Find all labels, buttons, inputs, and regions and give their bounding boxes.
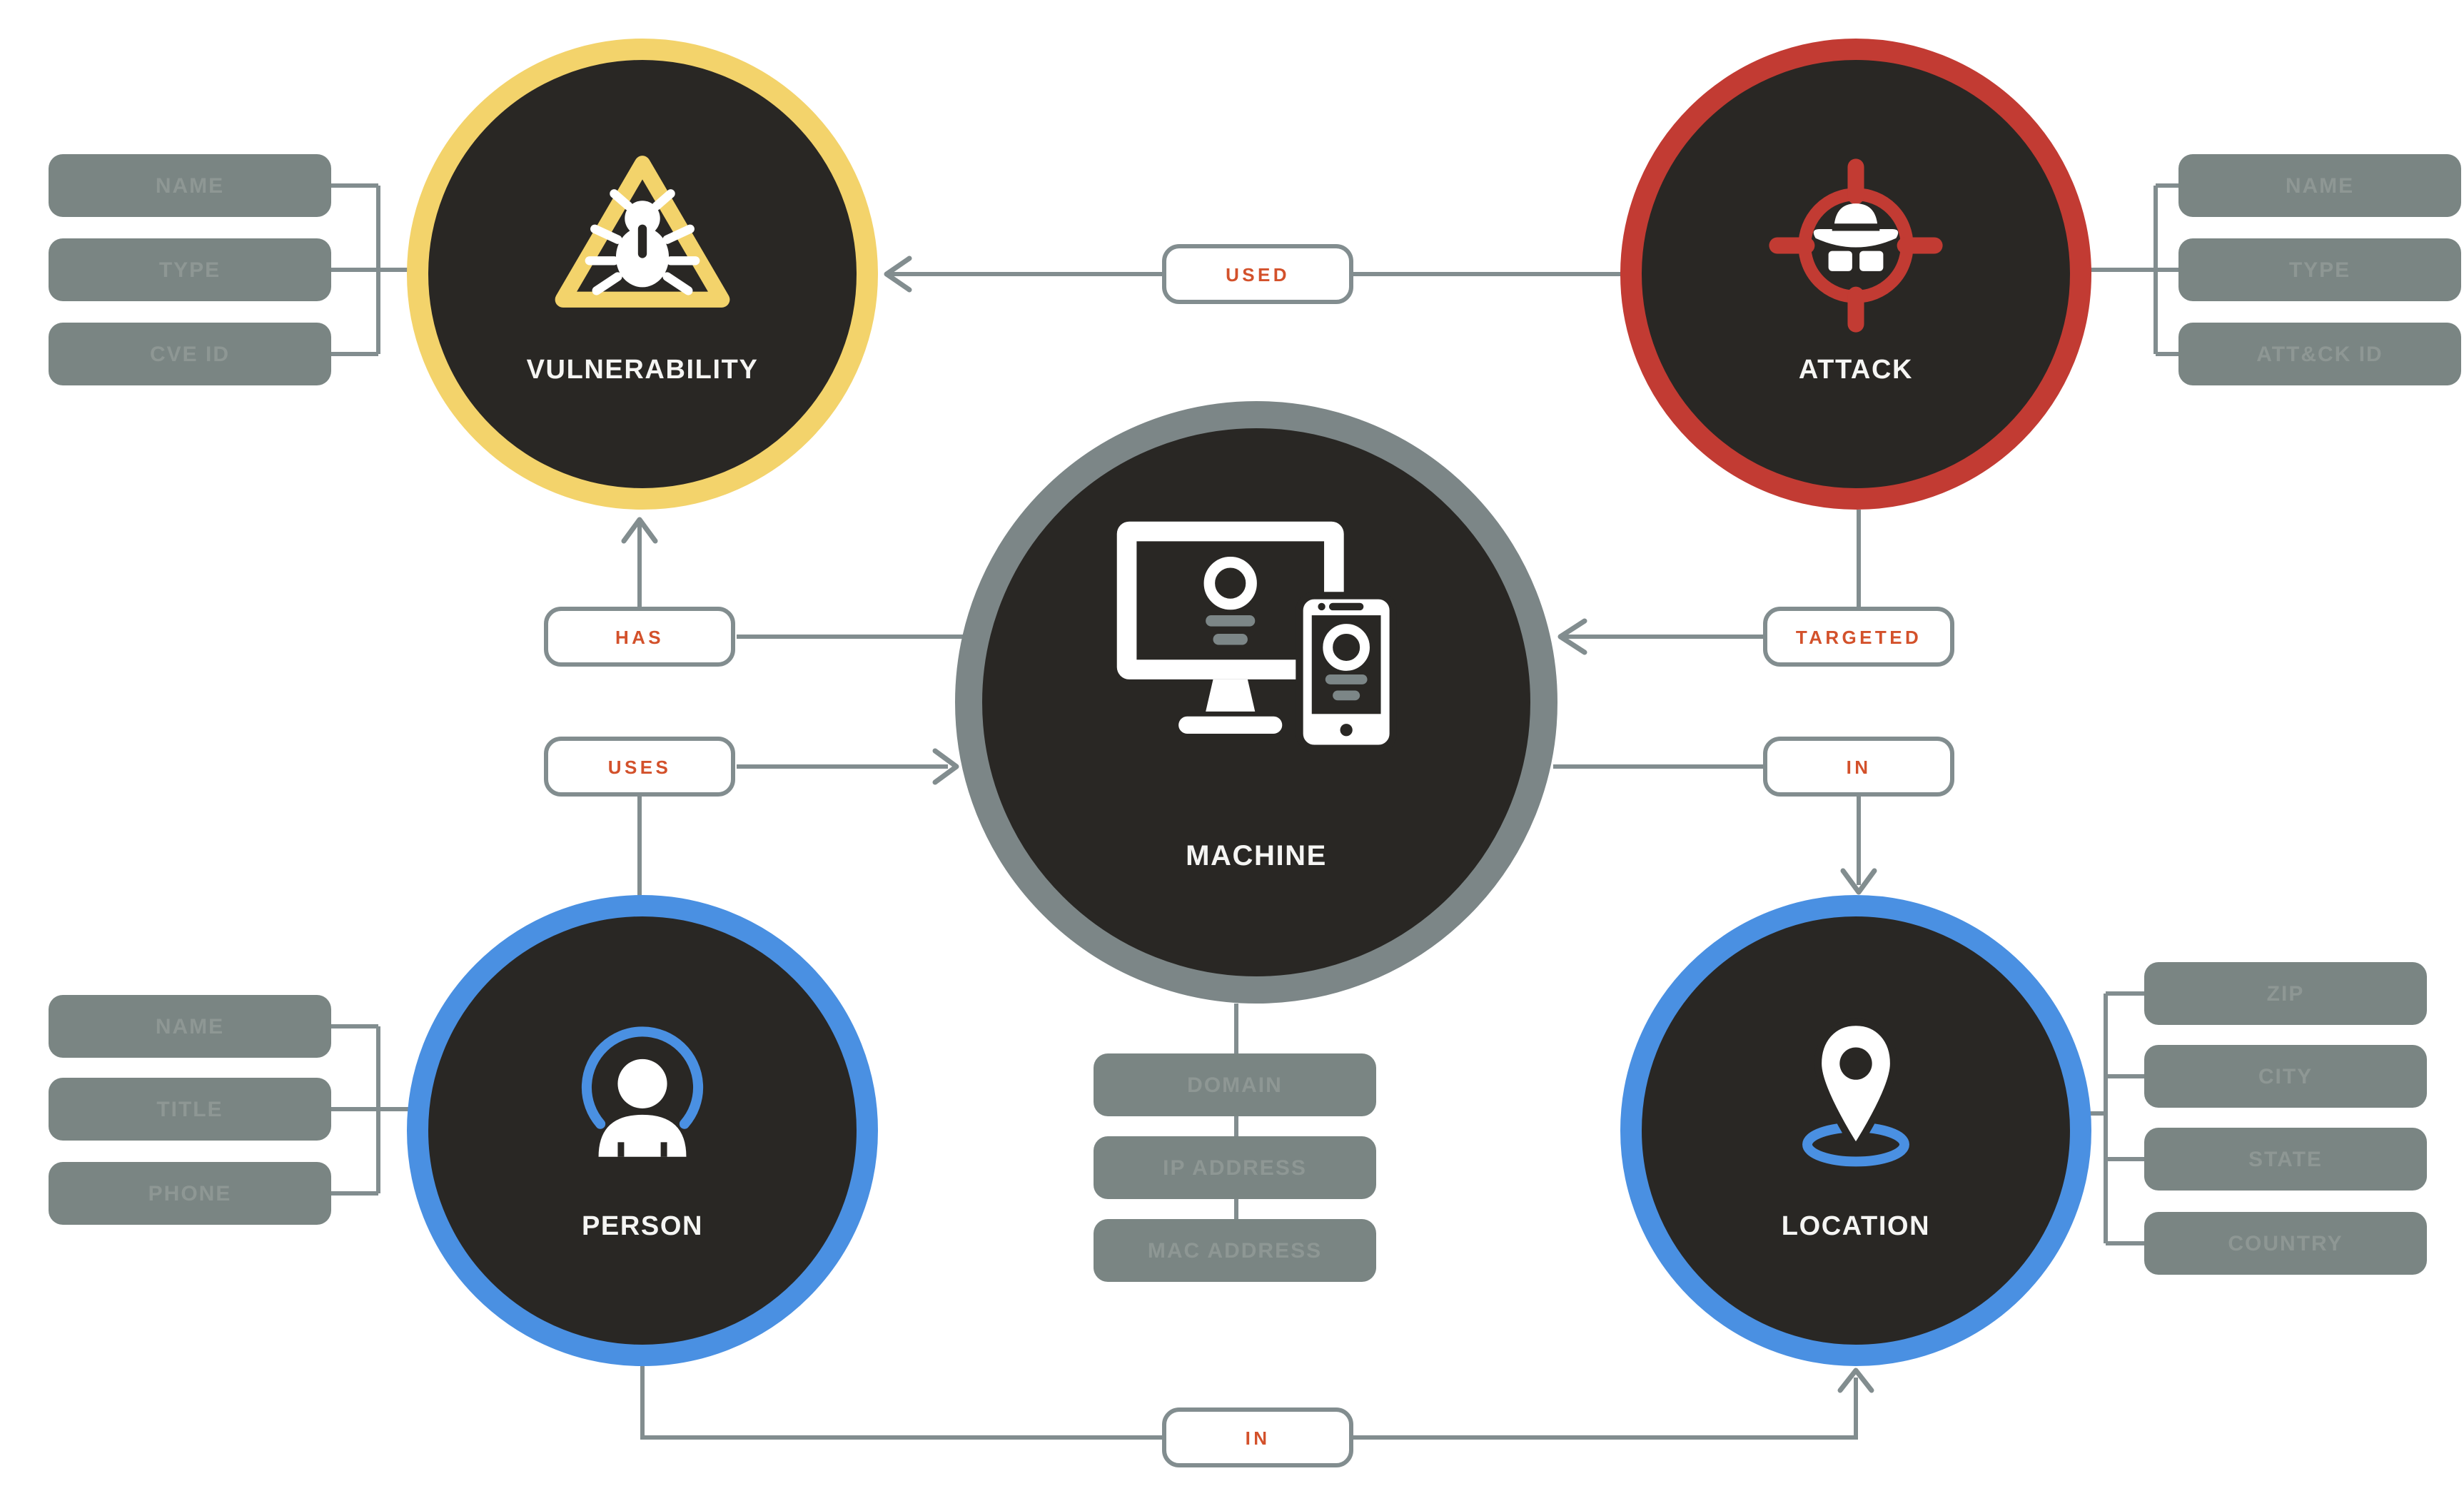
attribute-box-person-name: NAME [49, 995, 331, 1058]
node-person: PERSON [407, 895, 878, 1366]
node-attack: ATTACK [1620, 39, 2091, 510]
person-icon [581, 1026, 704, 1157]
attribute-box-location-state: STATE [2144, 1128, 2427, 1191]
attribute-box-location-zip: ZIP [2144, 962, 2427, 1025]
edge-machine-in-arrowhead [1840, 868, 1877, 895]
relationship-pill-person-in: IN [1162, 1407, 1353, 1467]
bug-warning-icon [555, 156, 730, 308]
relationship-pill-has: HAS [544, 607, 735, 667]
attribute-box-attack-type: TYPE [2178, 238, 2461, 301]
node-label-location: LOCATION [1781, 1212, 1931, 1242]
attribute-box-location-city: CITY [2144, 1045, 2427, 1108]
map-pin-icon [1802, 1019, 1909, 1167]
node-label-person: PERSON [581, 1212, 704, 1242]
attribute-box-attack-attck-id: ATT&CK ID [2178, 323, 2461, 385]
attribute-box-vulnerability-type: TYPE [49, 238, 331, 301]
attribute-box-machine-domain: DOMAIN [1094, 1053, 1376, 1116]
attribute-box-attack-name: NAME [2178, 154, 2461, 217]
relationship-pill-machine-in: IN [1763, 737, 1954, 797]
node-vulnerability: VULNERABILITY [407, 39, 878, 510]
relationship-pill-used: USED [1162, 244, 1353, 304]
edge-person-in-line-right [1353, 1378, 1858, 1440]
node-label-vulnerability: VULNERABILITY [526, 355, 759, 385]
edge-used-arrowhead [884, 256, 912, 293]
edge-person-in-line-left [640, 1366, 1165, 1440]
edge-person-in-arrowhead [1837, 1368, 1874, 1393]
bracket-vulnerability-attributes [331, 183, 411, 356]
attribute-box-person-title: TITLE [49, 1078, 331, 1141]
relationship-pill-uses: USES [544, 737, 735, 797]
node-machine: MACHINE [955, 401, 1557, 1004]
attribute-box-machine-ip-address: IP ADDRESS [1094, 1136, 1376, 1199]
edge-targeted-arrowhead [1557, 618, 1587, 655]
bracket-attack-attributes [2090, 183, 2178, 356]
node-label-machine: MACHINE [1186, 841, 1327, 872]
node-location: LOCATION [1620, 895, 2091, 1366]
attribute-box-vulnerability-cve-id: CVE ID [49, 323, 331, 385]
attribute-box-location-country: COUNTRY [2144, 1212, 2427, 1275]
edge-has-arrowhead [621, 517, 658, 544]
attribute-box-machine-mac-address: MAC ADDRESS [1094, 1219, 1376, 1282]
attribute-box-person-phone: PHONE [49, 1162, 331, 1225]
edge-uses-arrowhead [932, 748, 959, 785]
node-label-attack: ATTACK [1798, 355, 1914, 385]
bracket-person-attributes [331, 1024, 411, 1196]
attribute-box-vulnerability-name: NAME [49, 154, 331, 217]
target-spy-icon [1769, 158, 1943, 333]
relationship-pill-targeted: TARGETED [1763, 607, 1954, 667]
bracket-location-attributes [2089, 991, 2144, 1245]
computer-devices-icon [1116, 521, 1397, 752]
